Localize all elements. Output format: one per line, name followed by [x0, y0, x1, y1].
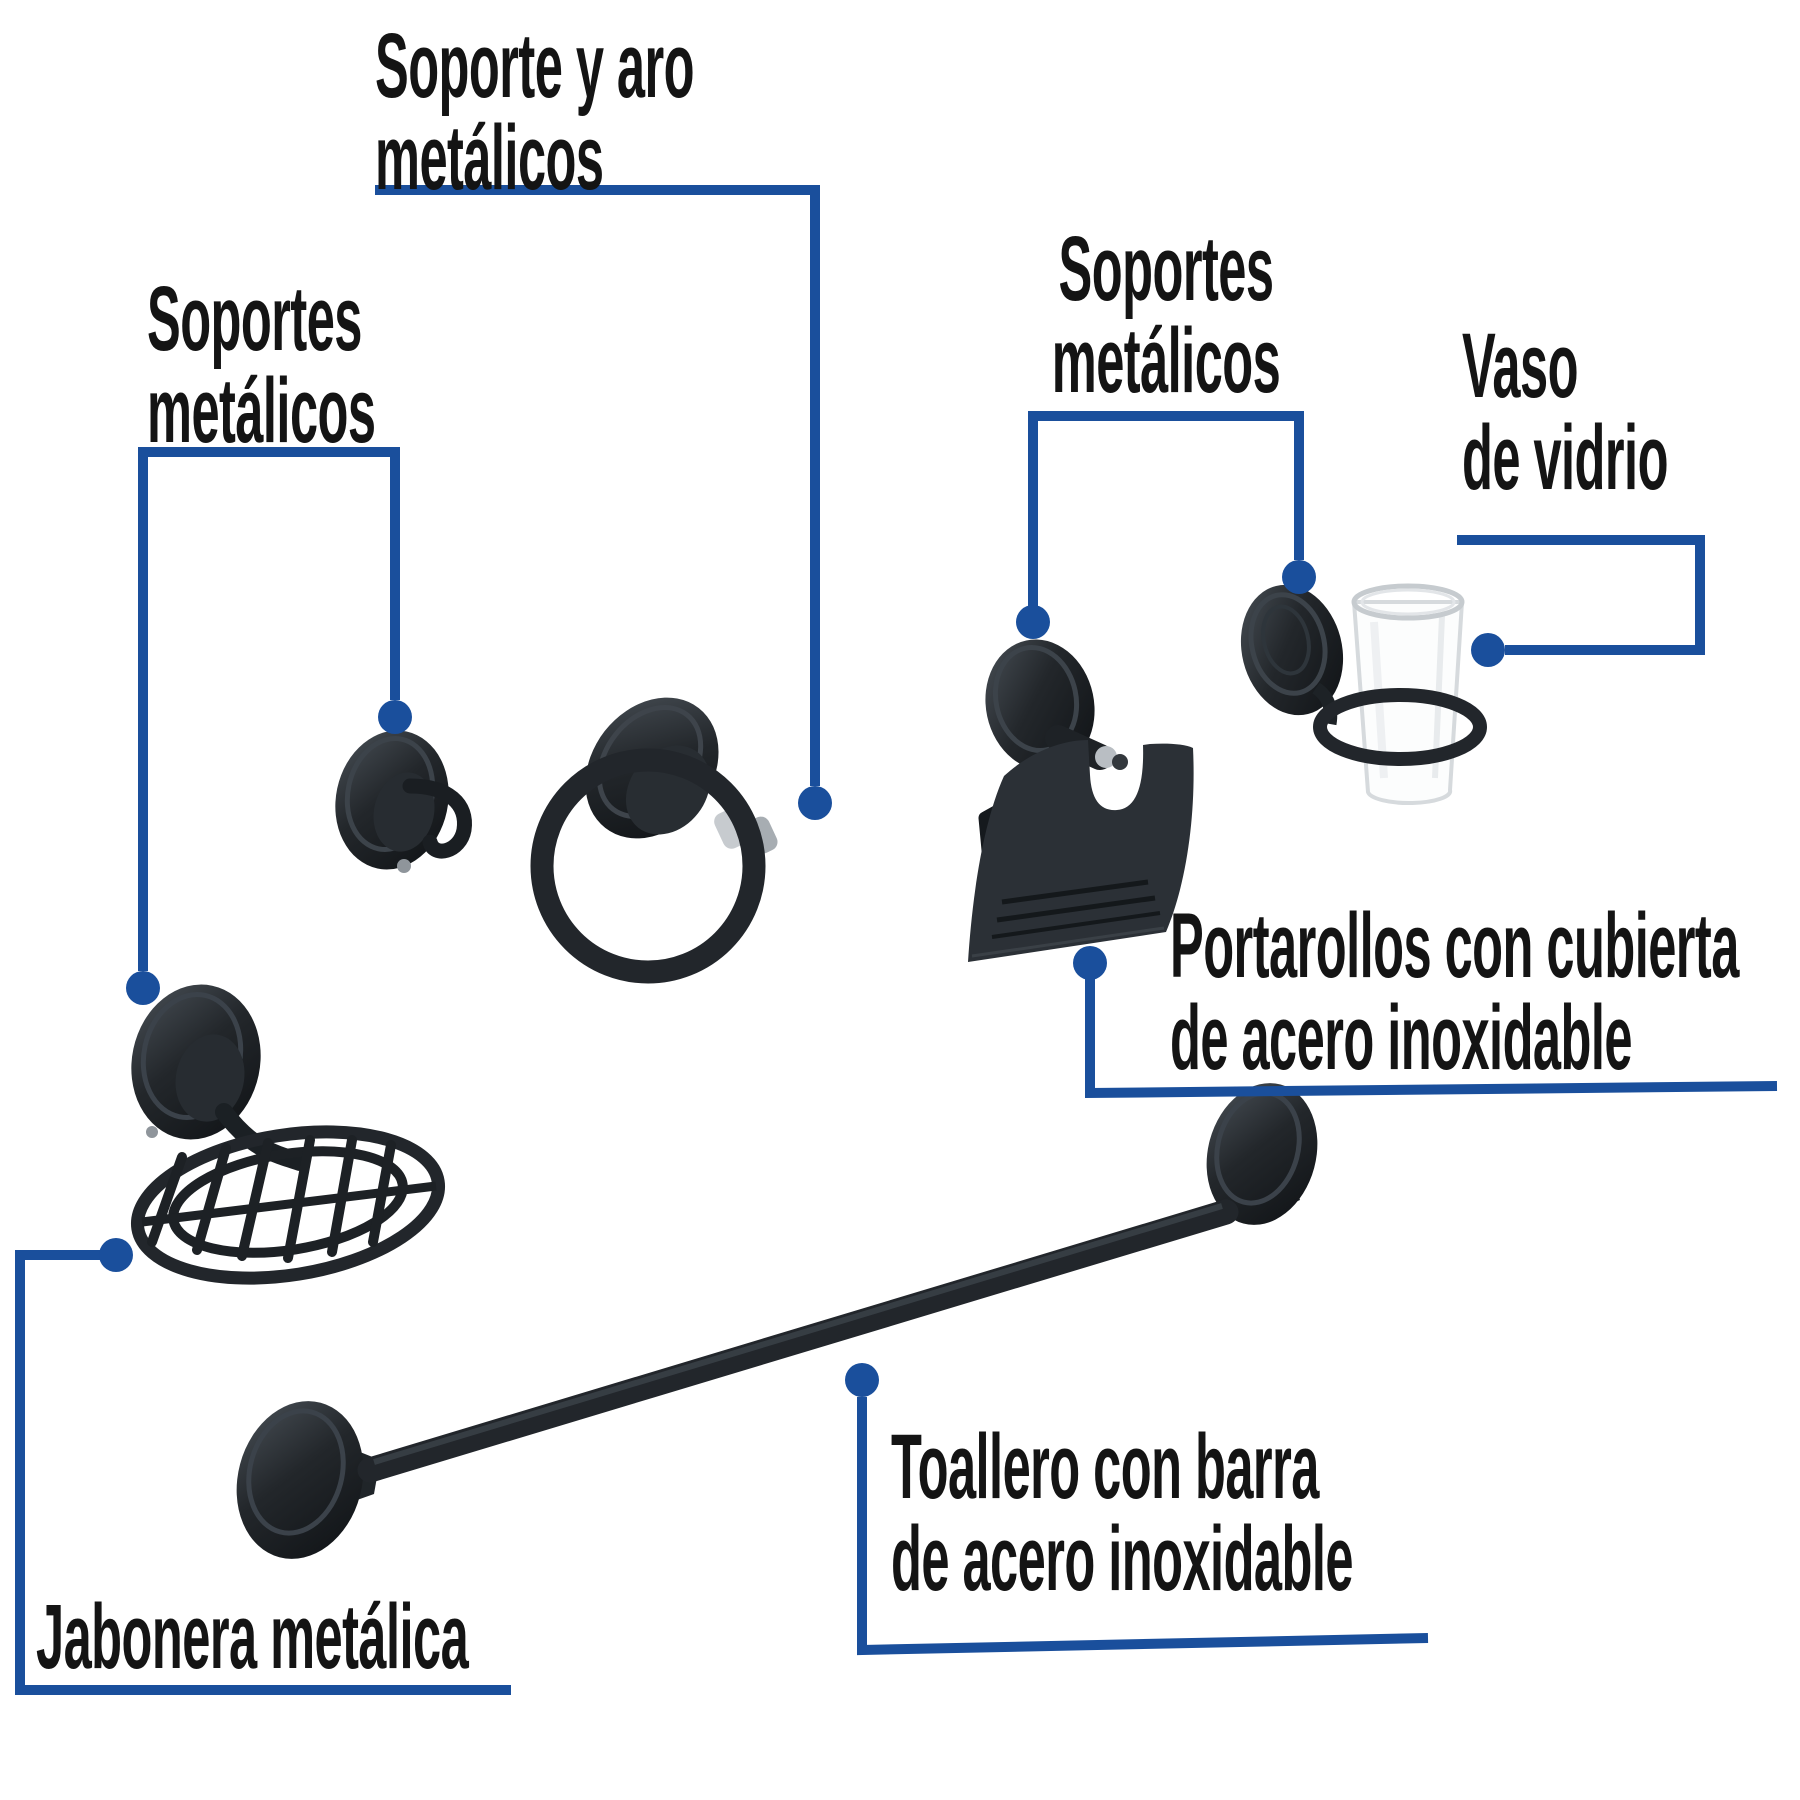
callout-lines	[15, 185, 1778, 1695]
callout-line-soportes-right	[1028, 411, 1304, 606]
soap-mount-boss	[175, 1034, 245, 1122]
toilet-paper-holder-figure	[968, 639, 1194, 962]
label-line: Vaso	[1462, 315, 1579, 417]
callout-line-portarollos	[1085, 978, 1778, 1099]
hook-screw	[397, 859, 411, 873]
towel-ring-figure	[530, 697, 778, 984]
paper-holder-cover	[968, 740, 1194, 962]
label-portarollos: Portarollos con cubierta de acero inoxid…	[1170, 900, 1739, 1084]
label-line: metálicos	[375, 107, 604, 209]
callout-dot-soporte-vaso	[1282, 560, 1316, 594]
towel-bar-figure	[236, 1083, 1318, 1559]
label-jabonera: Jabonera metálica	[36, 1586, 469, 1688]
label-vaso-de-vidrio: Vaso de vidrio	[1462, 320, 1668, 504]
callout-dot-vaso	[1471, 633, 1505, 667]
callout-line-vaso	[1457, 535, 1705, 655]
soap-dish-rungs	[147, 1135, 396, 1263]
cover-slot-1	[1001, 879, 1149, 905]
towel-bar-rod-highlight	[373, 1203, 1223, 1465]
label-line: Soportes	[147, 268, 362, 370]
callout-dot-jabonera	[99, 1238, 133, 1272]
label-line: metálicos	[147, 360, 376, 462]
cover-slot-2	[996, 895, 1156, 923]
label-line: de acero inoxidable	[1170, 987, 1633, 1089]
callout-line-jabonera	[15, 1250, 511, 1695]
callout-dot-aro	[798, 786, 832, 820]
callout-dot-soporte-portarollos	[1016, 605, 1050, 639]
callout-line-soporte-aro	[375, 185, 820, 786]
label-soportes-metalicos-right: Soportes metálicos	[1040, 223, 1293, 407]
paper-holder-collar	[1095, 746, 1117, 768]
callout-dot-portarollos	[1073, 946, 1107, 980]
label-line: metálicos	[1051, 310, 1281, 412]
towel-bar-rod	[357, 1199, 1239, 1483]
label-line: de acero inoxidable	[891, 1508, 1354, 1610]
glass-rim-inner	[1360, 588, 1456, 616]
tumbler-holder-figure	[1240, 583, 1487, 806]
paper-holder-pivot	[1112, 754, 1128, 770]
towel-ring	[530, 748, 766, 984]
label-toallero: Toallero con barra de acero inoxidable	[891, 1416, 1354, 1610]
callout-dot-soporte-gancho	[378, 700, 412, 734]
callout-dot-soporte-jabonera	[126, 971, 160, 1005]
callout-line-soportes-left	[138, 447, 400, 971]
tumbler-holder-ring	[1313, 688, 1487, 766]
label-line: Soporte y aro	[375, 15, 695, 117]
cover-slot-3	[991, 911, 1161, 939]
soap-dish-screw	[146, 1126, 158, 1138]
label-soporte-y-aro: Soporte y aro metálicos	[375, 15, 695, 209]
callout-line-toallero	[857, 1397, 1429, 1656]
left-post-ridge	[246, 1408, 346, 1536]
towel-bar-left-post	[236, 1401, 364, 1559]
soap-dish-arm	[215, 1103, 309, 1171]
glass-rim	[1351, 583, 1465, 621]
soap-dish-figure	[130, 984, 446, 1285]
tumbler-mount-ridge-1	[1248, 592, 1328, 696]
cover-bottom-edge-highlight	[971, 926, 1165, 958]
robe-hook-figure	[335, 730, 472, 873]
callout-dots	[99, 560, 1505, 1397]
label-line: Jabonera metálica	[36, 1586, 469, 1688]
label-line: Portarollos con cubierta	[1170, 895, 1739, 997]
towel-bar-right-post	[1206, 1083, 1318, 1225]
label-line: Toallero con barra	[891, 1416, 1319, 1518]
label-line: de vidrio	[1462, 407, 1668, 509]
label-line: Soportes	[1058, 218, 1274, 320]
tumbler-mount-ridge-2	[1261, 604, 1311, 676]
callout-dot-toallero	[845, 1363, 879, 1397]
soap-dish-outer-rim	[130, 1125, 446, 1285]
hook-arm	[402, 778, 472, 859]
label-soportes-metalicos-left: Soportes metálicos	[147, 268, 376, 462]
